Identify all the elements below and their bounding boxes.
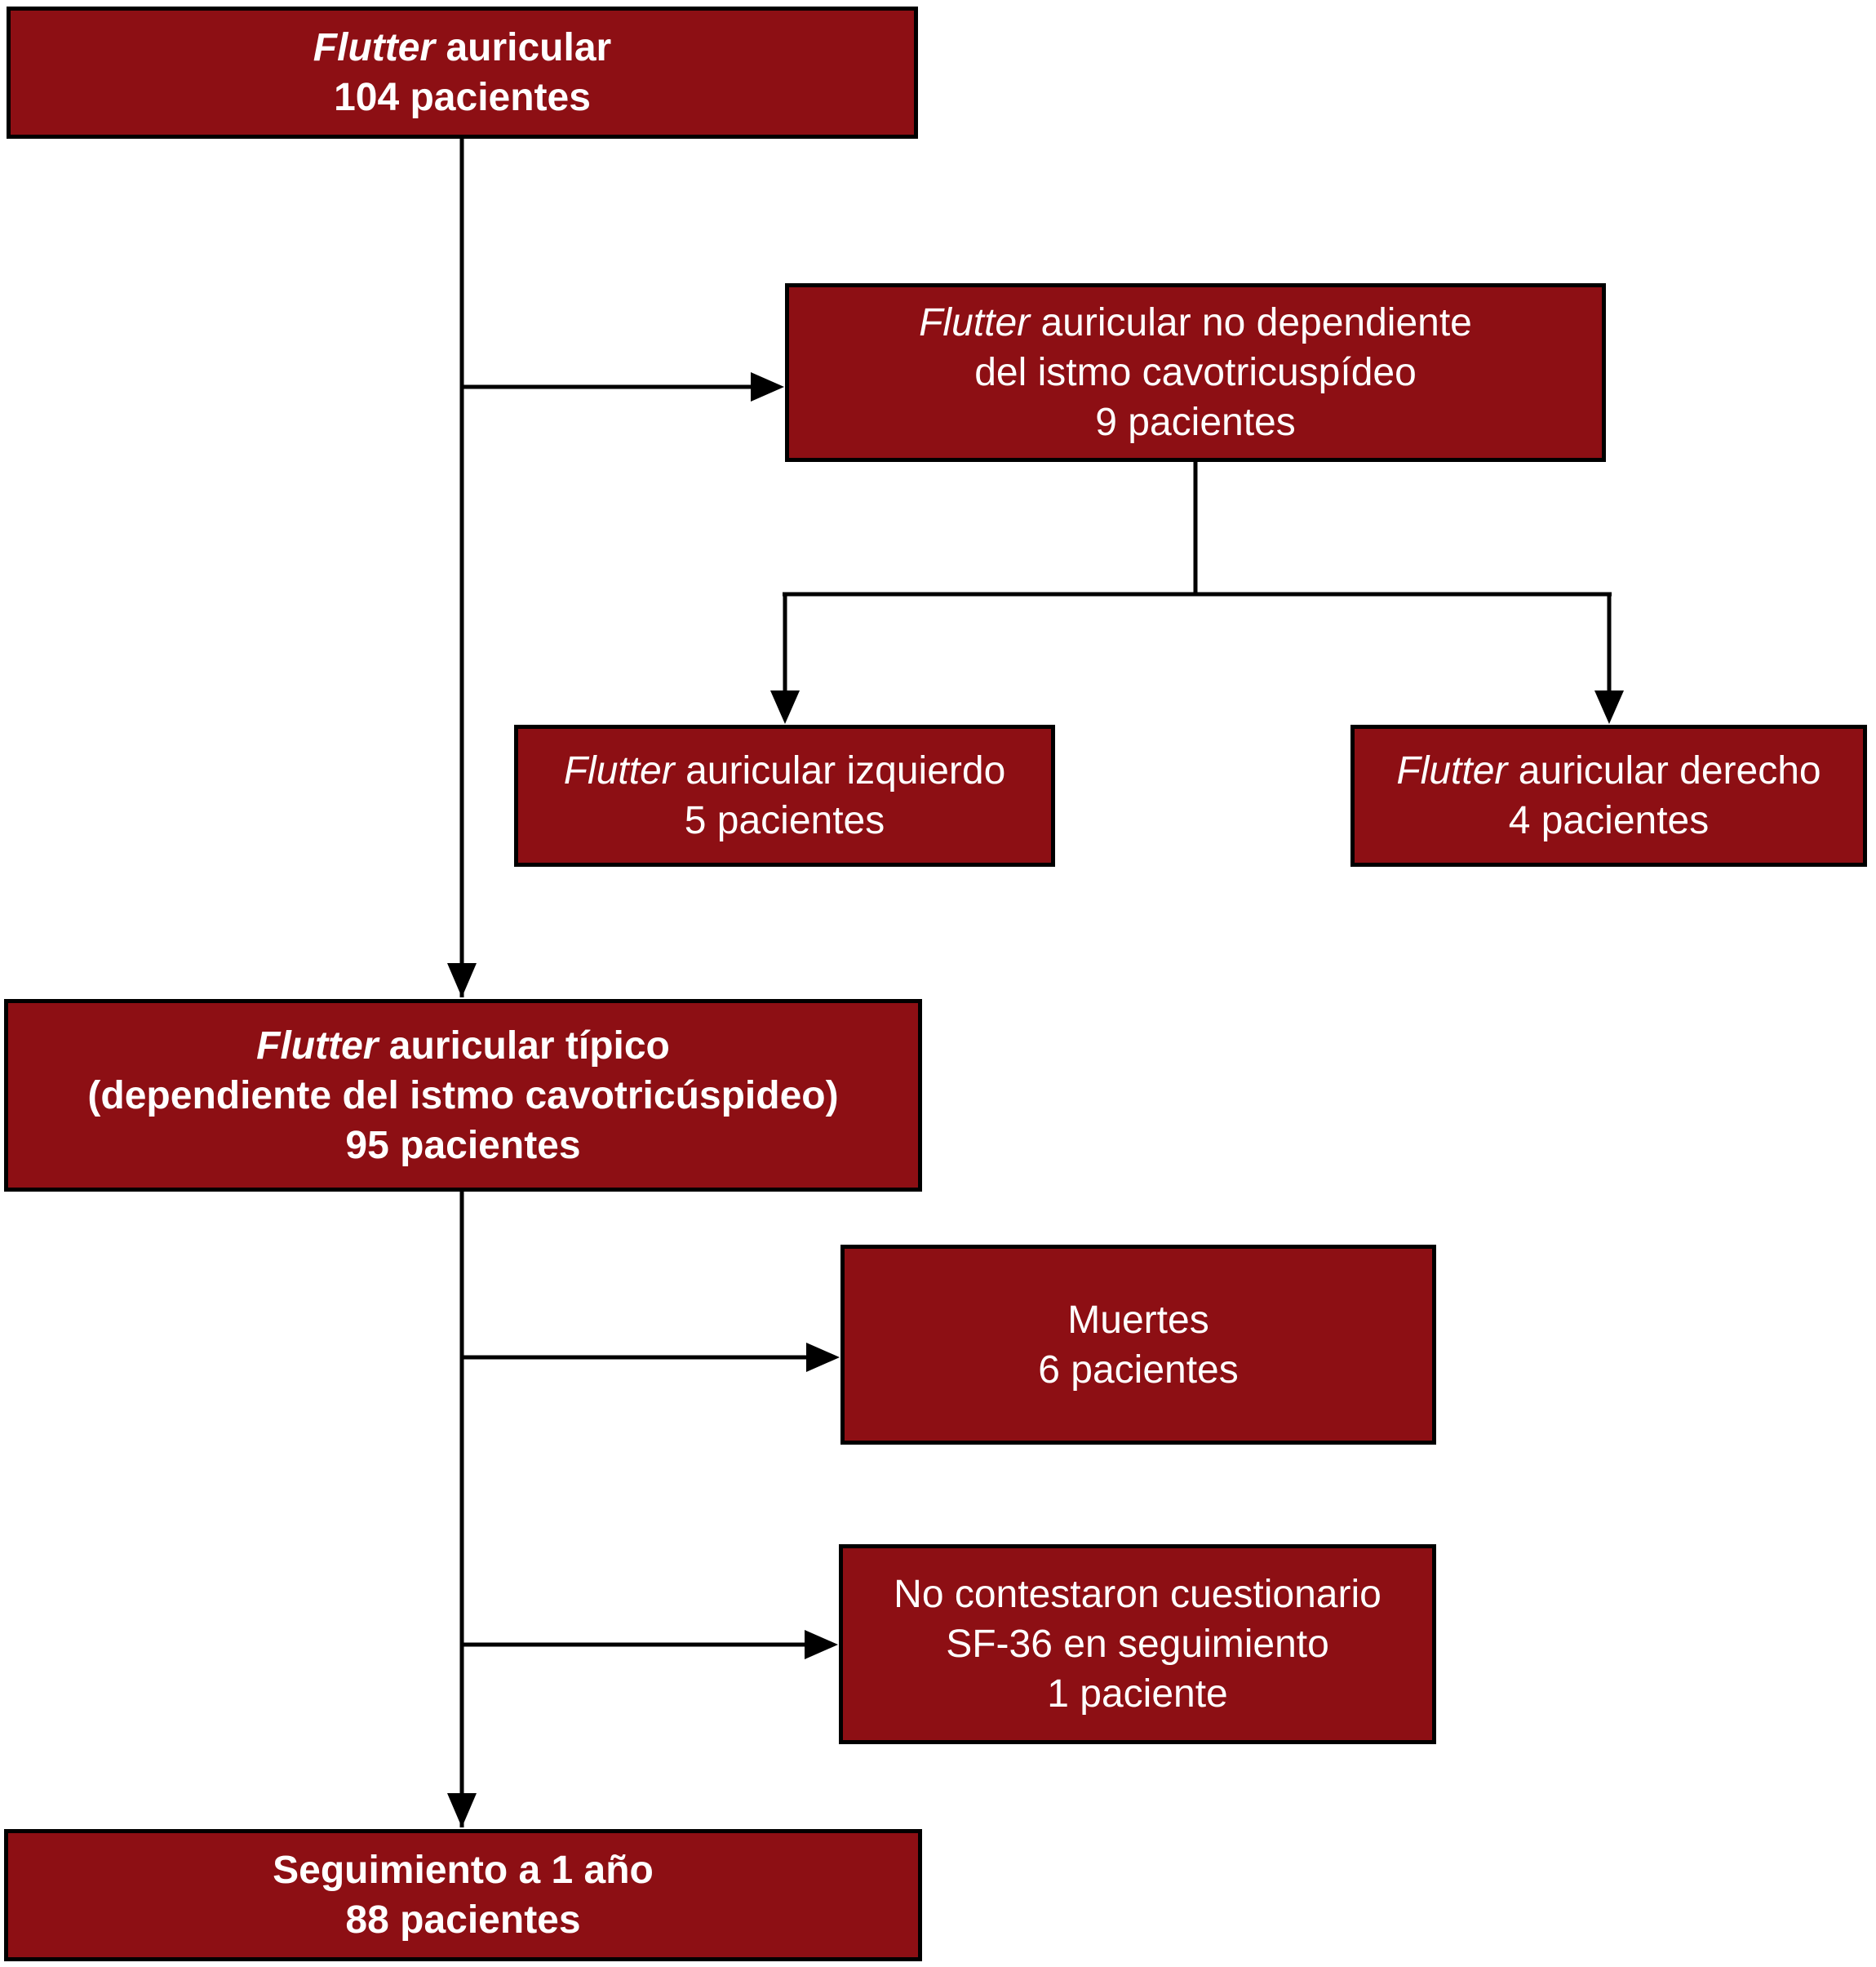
arrowhead-into-izquierdo bbox=[770, 690, 800, 724]
node-flutter-auricular: Flutter auricular 104 pacientes bbox=[7, 7, 918, 139]
node-flutter-auricular-title: Flutter auricular bbox=[313, 26, 612, 69]
node-seguimiento-title: Seguimiento a 1 año bbox=[273, 1849, 654, 1892]
node-derecho-title: Flutter auricular derecho bbox=[1396, 749, 1821, 793]
node-seguimiento-count: 88 pacientes bbox=[345, 1898, 581, 1942]
node-no-dependiente-title: Flutter auricular no dependiente bbox=[919, 301, 1472, 344]
node-seguimiento: Seguimiento a 1 año 88 pacientes bbox=[4, 1829, 922, 1961]
node-izquierdo-count: 5 pacientes bbox=[684, 799, 885, 842]
flutter-italic: Flutter bbox=[919, 301, 1031, 344]
node-sf36-title: No contestaron cuestionario bbox=[894, 1573, 1381, 1616]
node-izquierdo: Flutter auricular izquierdo 5 pacientes bbox=[514, 725, 1055, 867]
flutter-italic: Flutter bbox=[1396, 749, 1508, 793]
node-no-dependiente: Flutter auricular no dependiente del ist… bbox=[785, 283, 1606, 462]
node-tipico: Flutter auricular típico (dependiente de… bbox=[4, 999, 922, 1192]
node-sf36-count: 1 paciente bbox=[1047, 1672, 1228, 1716]
arrowhead-into-derecho bbox=[1594, 690, 1624, 724]
arrowhead-into-sf36 bbox=[805, 1630, 838, 1659]
flutter-italic: Flutter bbox=[313, 26, 436, 69]
node-derecho: Flutter auricular derecho 4 pacientes bbox=[1350, 725, 1867, 867]
node-tipico-subtitle: (dependiente del istmo cavotricúspideo) bbox=[87, 1073, 839, 1117]
arrowhead-into-seguimiento bbox=[447, 1793, 477, 1827]
arrowhead-into-tipico bbox=[447, 963, 477, 997]
node-no-dependiente-count: 9 pacientes bbox=[1095, 401, 1296, 444]
arrowhead-into-muertes bbox=[806, 1343, 840, 1372]
node-muertes-count: 6 pacientes bbox=[1038, 1348, 1239, 1392]
arrowhead-into-no-dependiente bbox=[751, 372, 784, 402]
flutter-italic: Flutter bbox=[563, 749, 675, 793]
node-muertes: Muertes 6 pacientes bbox=[840, 1245, 1436, 1445]
node-derecho-count: 4 pacientes bbox=[1508, 799, 1710, 842]
node-no-dependiente-subtitle: del istmo cavotricuspídeo bbox=[974, 351, 1417, 394]
node-muertes-title: Muertes bbox=[1067, 1298, 1209, 1342]
node-flutter-auricular-count: 104 pacientes bbox=[334, 76, 591, 119]
node-tipico-count: 95 pacientes bbox=[345, 1123, 581, 1167]
node-sf36: No contestaron cuestionario SF-36 en seg… bbox=[839, 1544, 1436, 1744]
node-sf36-subtitle: SF-36 en seguimiento bbox=[946, 1623, 1329, 1666]
flutter-italic: Flutter bbox=[256, 1023, 379, 1068]
node-tipico-title: Flutter auricular típico bbox=[256, 1023, 670, 1068]
node-izquierdo-title: Flutter auricular izquierdo bbox=[563, 749, 1006, 793]
